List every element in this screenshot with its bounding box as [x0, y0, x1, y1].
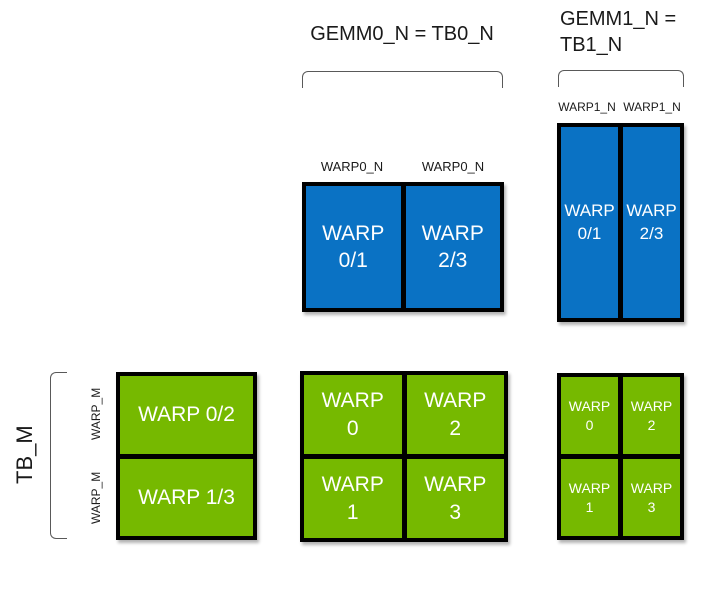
- gemm0-n-title: GEMM0_N = TB0_N: [310, 23, 494, 45]
- warp1-n-label-right: WARP1_N: [623, 100, 681, 114]
- gemm1-green-warp-grid: WARP 0 WARP 2 WARP 1 WARP 3: [557, 373, 684, 540]
- warp-cell: WARP 0/1: [306, 186, 401, 308]
- gemm1-n-span-bracket: [558, 70, 684, 87]
- warp-cell: WARP 3: [406, 459, 504, 538]
- gemm0-n-span-bracket: [302, 71, 503, 88]
- warp-cell: WARP 3: [623, 459, 680, 536]
- tbm-green-warp-block: WARP 0/2 WARP 1/3: [116, 372, 257, 540]
- warp-cell: WARP 1/3: [120, 458, 253, 536]
- gemm0-blue-warp-block: WARP 0/1 WARP 2/3: [302, 182, 504, 312]
- warp0-n-label-right: WARP0_N: [421, 159, 485, 174]
- tb-m-span-bracket: [50, 372, 67, 539]
- warp-m-label-upper: WARP_M: [89, 387, 103, 441]
- warp-cell: WARP 1: [304, 459, 402, 538]
- warp-cell: WARP 0: [304, 375, 402, 454]
- gemm0-green-warp-grid: WARP 0 WARP 2 WARP 1 WARP 3: [300, 371, 508, 542]
- warp-m-label-lower: WARP_M: [89, 471, 103, 525]
- warp-cell: WARP 2/3: [405, 186, 500, 308]
- warp-cell: WARP 0/2: [120, 376, 253, 454]
- warp-cell: WARP 2: [406, 375, 504, 454]
- warp0-n-label-left: WARP0_N: [320, 159, 384, 174]
- tb-m-label: TB_M: [12, 425, 37, 485]
- gemm1-n-title: GEMM1_N = TB1_N: [560, 8, 677, 56]
- gemm1-blue-warp-block: WARP 0/1 WARP 2/3: [557, 123, 684, 322]
- warp-cell: WARP 1: [561, 459, 618, 536]
- warp-cell: WARP 0: [561, 377, 618, 454]
- warp-cell: WARP 2/3: [623, 127, 680, 318]
- warp1-n-label-left: WARP1_N: [558, 100, 616, 114]
- warp-cell: WARP 2: [623, 377, 680, 454]
- warp-cell: WARP 0/1: [561, 127, 618, 318]
